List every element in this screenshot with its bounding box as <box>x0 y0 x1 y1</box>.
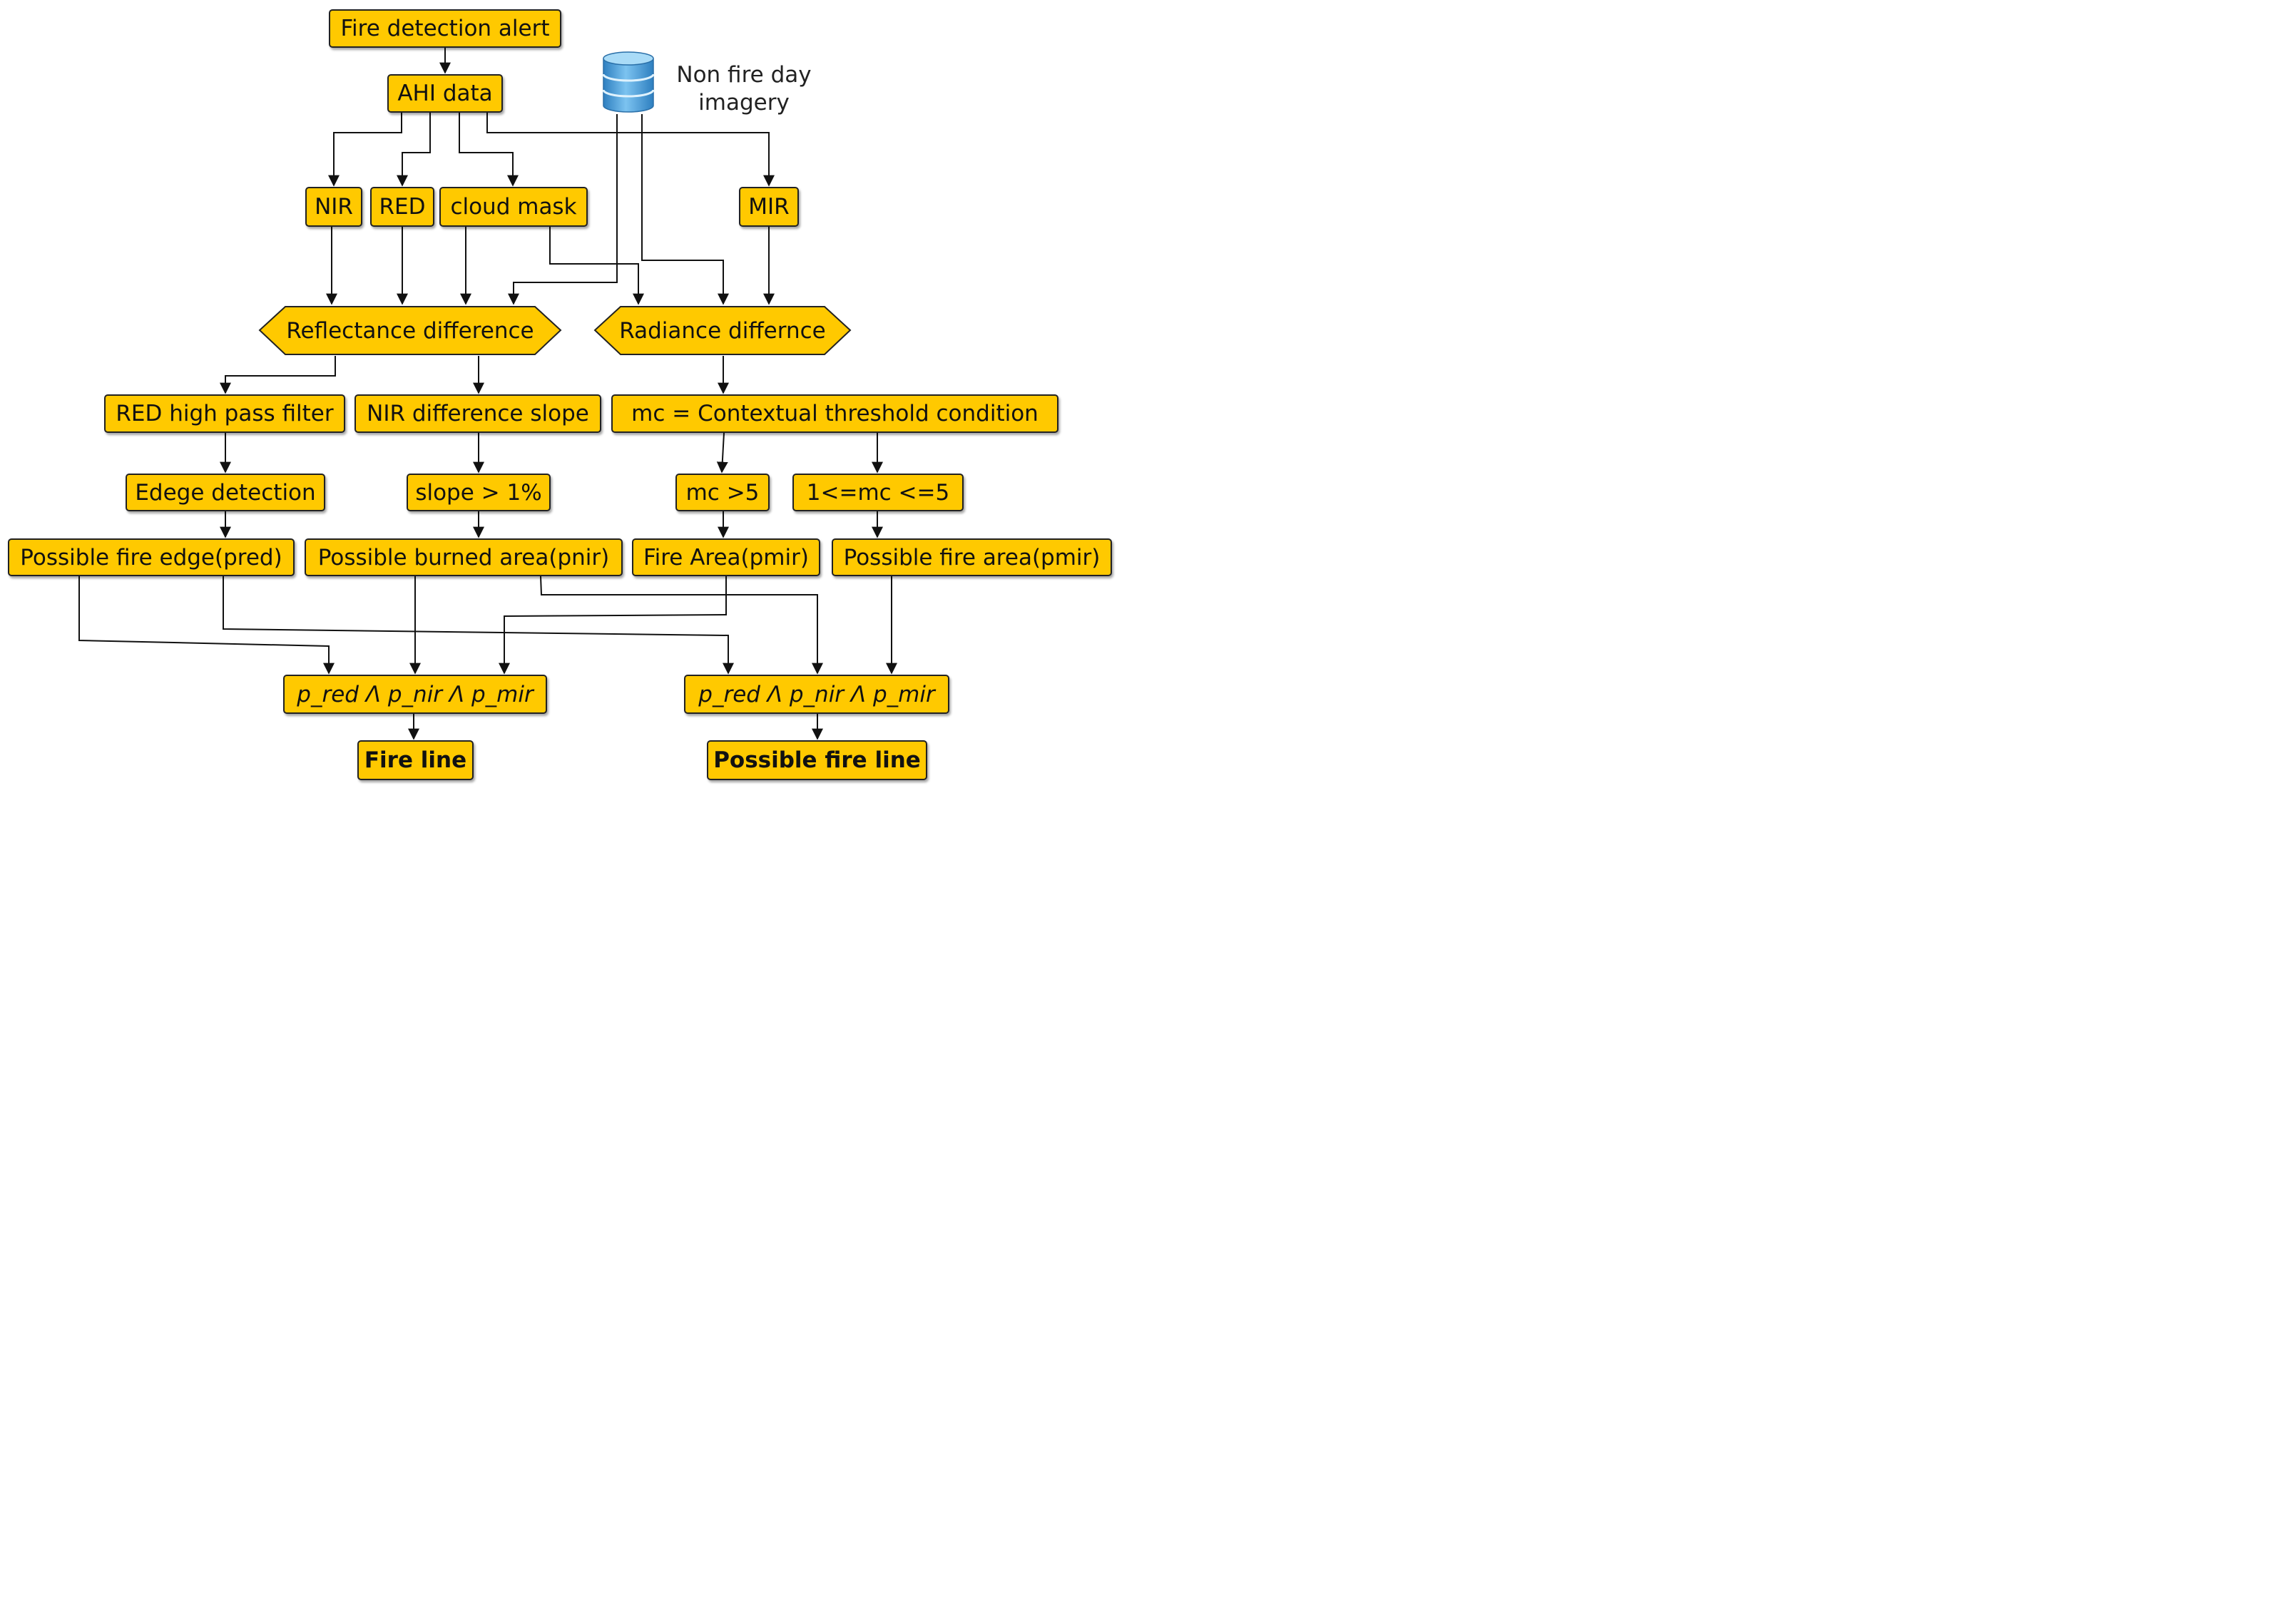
node-mir[interactable]: MIR <box>739 187 799 227</box>
edge-ahi-cloud <box>459 113 519 187</box>
node-reflectance-difference[interactable]: Reflectance difference <box>258 305 562 356</box>
edge-cloud-rad <box>549 227 644 305</box>
connector-layer <box>78 48 897 740</box>
node-cloud-mask[interactable]: cloud mask <box>439 187 588 227</box>
node-and-condition-2[interactable]: p_red Λ p_nir Λ p_mir <box>684 675 949 714</box>
edge-mc-mc5 <box>716 432 728 474</box>
node-fire-area[interactable]: Fire Area(pmir) <box>632 538 820 576</box>
edge-ahi-red <box>397 113 431 187</box>
node-possible-fire-line[interactable]: Possible fire line <box>707 740 927 780</box>
node-slope-threshold[interactable]: slope > 1% <box>407 474 551 511</box>
edge-ahi-mir <box>486 113 775 187</box>
radiance-difference-label: Radiance differnce <box>619 317 826 344</box>
hexagon-shape <box>258 306 562 355</box>
database-label: Non fire day imagery <box>663 61 825 117</box>
database-label-line1: Non fire day <box>676 62 812 88</box>
reflectance-difference-label: Reflectance difference <box>286 317 534 344</box>
node-and-condition-1[interactable]: p_red Λ p_nir Λ p_mir <box>283 675 547 714</box>
edge-refl-redhp <box>220 356 336 394</box>
edge-pba-and2 <box>540 576 823 675</box>
node-radiance-difference[interactable]: Radiance differnce <box>593 305 852 356</box>
node-red-high-pass-filter[interactable]: RED high pass filter <box>104 394 345 433</box>
flowchart: Non fire day imagery Fire detection aler… <box>0 0 1118 787</box>
edge-db-refl <box>508 114 618 305</box>
edge-db-rad <box>641 114 729 305</box>
node-possible-fire-edge[interactable]: Possible fire edge(pred) <box>8 538 295 576</box>
node-red[interactable]: RED <box>370 187 434 227</box>
hexagon-shape <box>593 306 852 355</box>
edge-ahi-nir <box>328 113 402 187</box>
node-fire-line[interactable]: Fire line <box>357 740 474 780</box>
database-icon <box>602 51 655 113</box>
edge-pfe-and1 <box>78 576 335 675</box>
node-fire-detection-alert[interactable]: Fire detection alert <box>329 9 561 48</box>
node-mc-range[interactable]: 1<=mc <=5 <box>792 474 964 511</box>
edge-fa-and1 <box>499 576 727 675</box>
node-mc-greater-5[interactable]: mc >5 <box>675 474 770 511</box>
node-edge-detection[interactable]: Edege detection <box>126 474 325 511</box>
database-label-line2: imagery <box>698 90 790 116</box>
node-possible-fire-area[interactable]: Possible fire area(pmir) <box>832 538 1112 576</box>
node-ahi-data[interactable]: AHI data <box>387 74 503 113</box>
node-possible-burned-area[interactable]: Possible burned area(pnir) <box>305 538 623 576</box>
node-nir-difference-slope[interactable]: NIR difference slope <box>354 394 601 433</box>
node-contextual-threshold[interactable]: mc = Contextual threshold condition <box>611 394 1058 433</box>
node-nir[interactable]: NIR <box>305 187 362 227</box>
edge-pfe-and2 <box>223 576 734 675</box>
